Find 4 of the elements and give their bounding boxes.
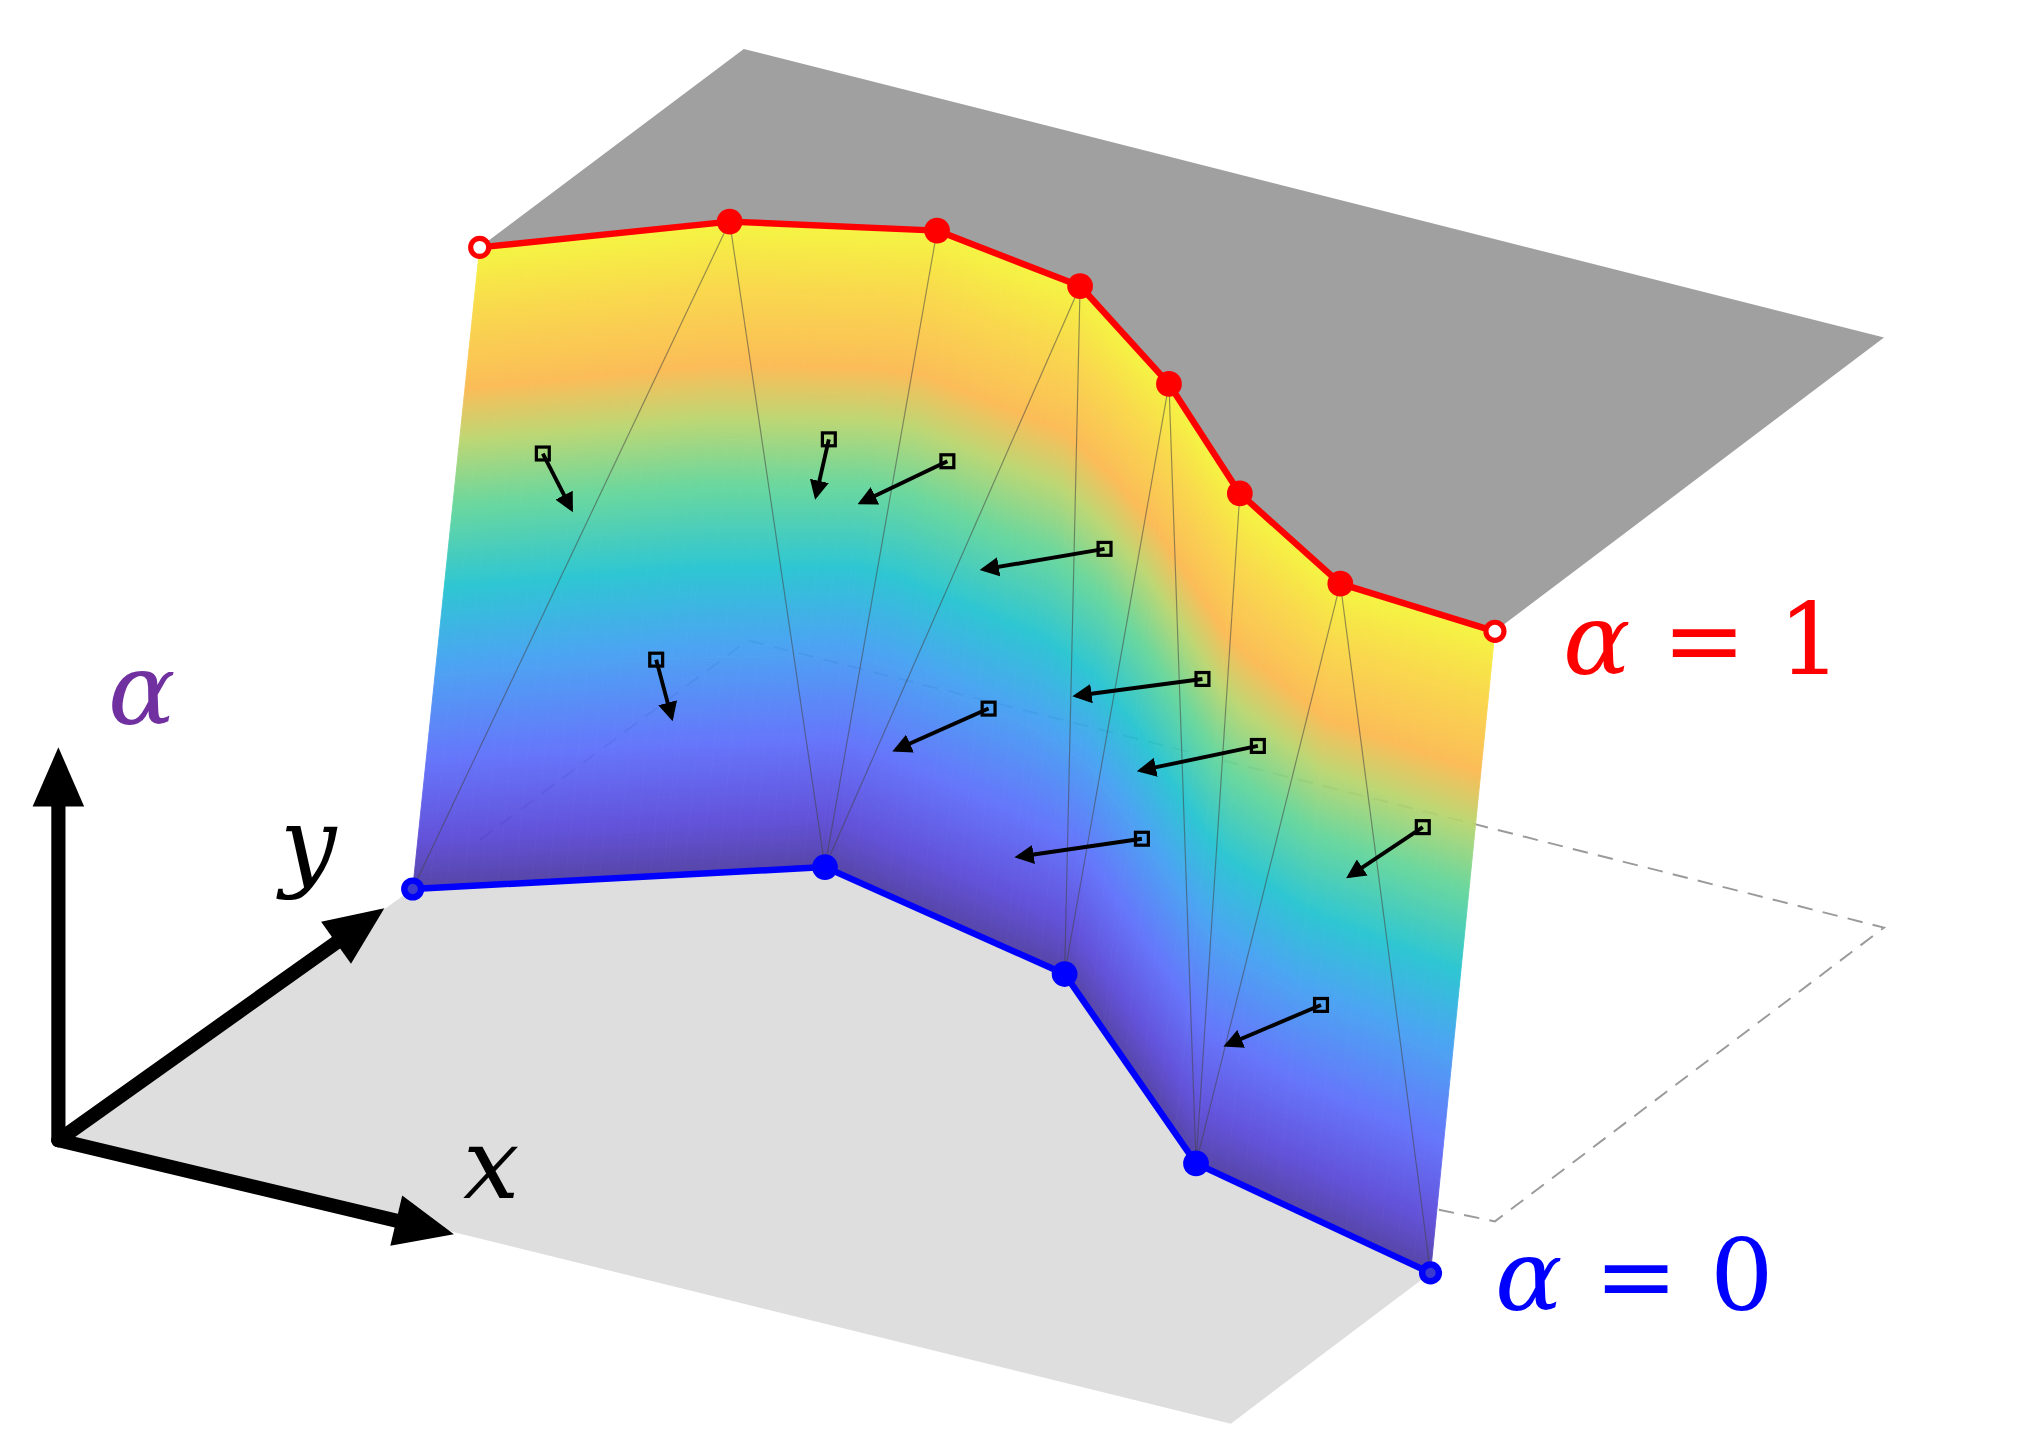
axis-label: x [463, 1104, 520, 1224]
axis-label: α [108, 630, 176, 750]
level-label: α = 1 [1563, 580, 1842, 700]
level-label: α = 0 [1495, 1216, 1774, 1336]
